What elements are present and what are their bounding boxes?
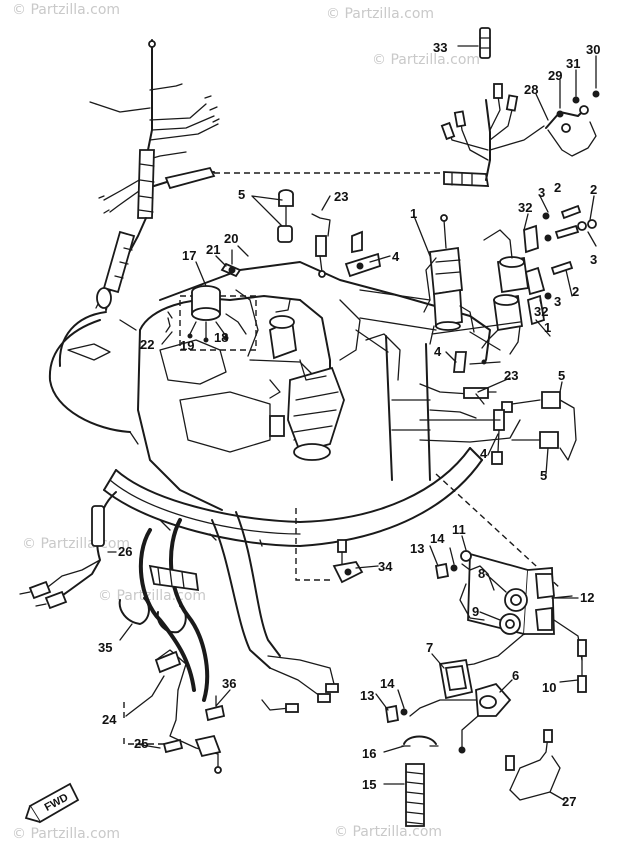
callout-10: 10	[542, 680, 556, 695]
lower-cowl	[103, 447, 483, 547]
forward-arrow: FWD	[24, 782, 80, 824]
callout-17: 17	[182, 248, 196, 263]
watermark: © Partzilla.com	[98, 588, 206, 604]
callout-34: 34	[378, 559, 393, 574]
callout-18: 18	[214, 330, 228, 345]
callout-14: 14	[380, 676, 395, 691]
relay-6	[384, 682, 512, 754]
ignition-coils	[359, 204, 597, 355]
callout-27: 27	[562, 794, 576, 809]
watermark: © Partzilla.com	[334, 824, 442, 840]
watermark: © Partzilla.com	[372, 52, 480, 68]
callout-12: 12	[580, 590, 594, 605]
callout-7: 7	[426, 640, 433, 655]
callout-6: 6	[512, 668, 519, 683]
callout-5: 5	[558, 368, 565, 383]
callout-16: 16	[362, 746, 376, 761]
callout-19: 19	[180, 338, 194, 353]
watermark: © Partzilla.com	[12, 826, 120, 842]
callout-11: 11	[452, 522, 466, 537]
callout-5: 5	[540, 468, 547, 483]
upper-left-harness	[89, 39, 220, 311]
callout-29: 29	[548, 68, 562, 83]
lower-left-harness	[19, 491, 339, 774]
watermark: © Partzilla.com	[12, 2, 120, 18]
callout-3: 3	[538, 185, 545, 200]
bracket-34	[332, 539, 364, 584]
electrical-box-12	[434, 550, 587, 693]
wire-clamp-5-23	[277, 189, 382, 278]
callout-33: 33	[433, 40, 447, 55]
callout-24: 24	[102, 712, 117, 727]
callout-20: 20	[224, 231, 238, 246]
callout-32: 32	[534, 304, 548, 319]
callout-1: 1	[544, 320, 551, 335]
callout-14: 14	[430, 531, 445, 546]
callout-2: 2	[572, 284, 579, 299]
callout-13: 13	[410, 541, 424, 556]
callout-3: 3	[590, 252, 597, 267]
callout-13: 13	[360, 688, 374, 703]
clamp-group-4	[419, 351, 577, 465]
leader-line	[295, 508, 330, 581]
watermark: © Partzilla.com	[22, 536, 130, 552]
callout-1: 1	[410, 206, 417, 221]
callout-2: 2	[554, 180, 561, 195]
callout-15: 15	[362, 777, 376, 792]
callout-30: 30	[586, 42, 600, 57]
callout-4: 4	[480, 446, 488, 461]
callout-25: 25	[134, 736, 148, 751]
callout-leaders	[107, 45, 597, 801]
callout-8: 8	[478, 566, 485, 581]
callout-28: 28	[524, 82, 538, 97]
left-cable-loop	[48, 311, 139, 445]
callout-35: 35	[98, 640, 112, 655]
callout-23: 23	[334, 189, 348, 204]
callout-5: 5	[238, 187, 245, 202]
watermark-layer: © Partzilla.com © Partzilla.com © Partzi…	[12, 2, 480, 842]
bolts-20-21	[220, 245, 249, 278]
callout-9: 9	[472, 604, 479, 619]
callout-3: 3	[554, 294, 561, 309]
callout-23: 23	[504, 368, 518, 383]
switch-7	[438, 658, 474, 700]
callout-31: 31	[566, 56, 580, 71]
callout-26: 26	[118, 544, 132, 559]
engine-block	[137, 261, 491, 511]
callout-2: 2	[590, 182, 597, 197]
callout-4: 4	[392, 249, 400, 264]
lower-parts-15-16-27	[401, 729, 561, 827]
callout-32: 32	[518, 200, 532, 215]
callout-21: 21	[206, 242, 220, 257]
callout-22: 22	[140, 337, 154, 352]
callout-numbers: 33 30 31 29 28 5 23 4 1 32 3 2 2 3 2 3 3…	[98, 40, 600, 809]
upper-right-harness	[440, 27, 600, 187]
watermark: © Partzilla.com	[326, 6, 434, 22]
callout-4: 4	[434, 344, 442, 359]
callout-36: 36	[222, 676, 236, 691]
